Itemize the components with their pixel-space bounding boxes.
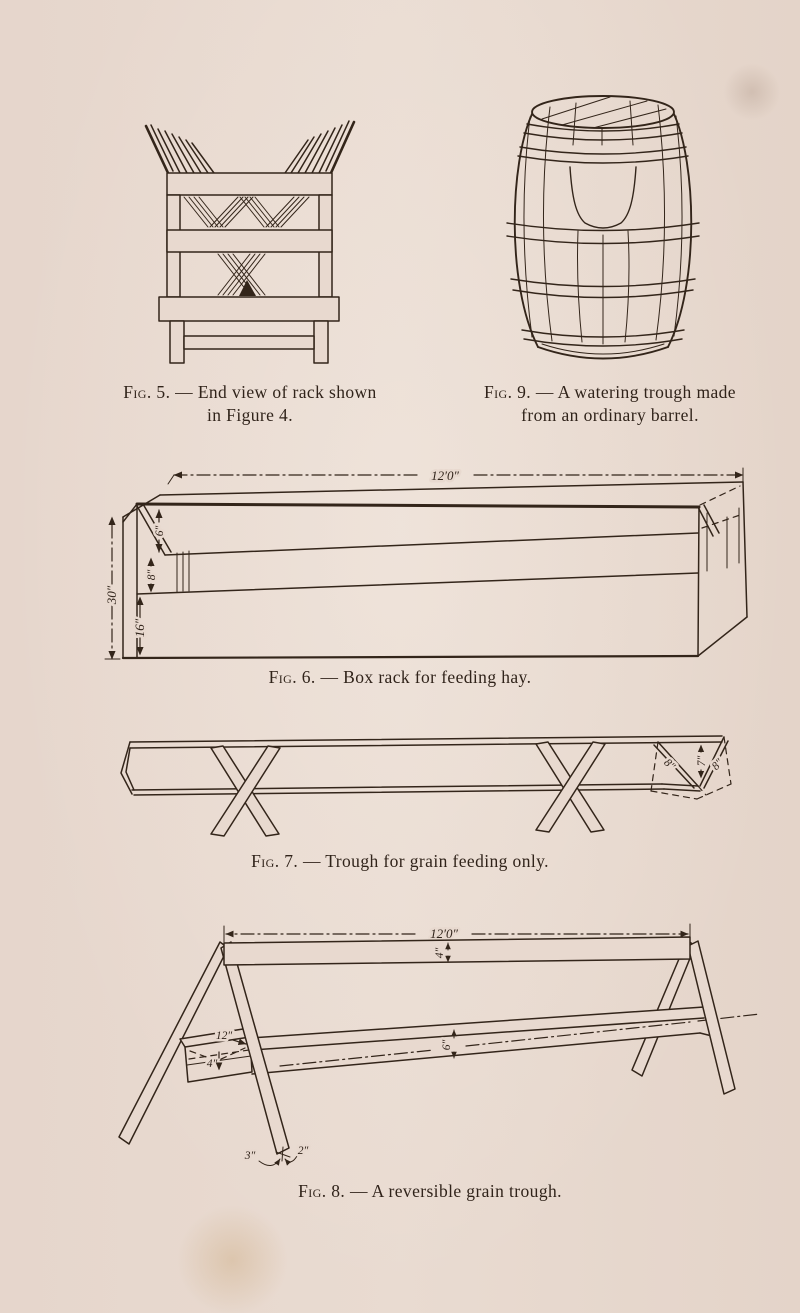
- fig6-caption-text: — Box rack for feeding hay.: [320, 667, 532, 687]
- dim-label-foot-back: 2″: [298, 1145, 309, 1157]
- fig8-drawing: 12′0″ 6″: [118, 923, 761, 1166]
- rack-frame: [158, 172, 340, 364]
- fig5-caption-text: — End view of rack shown: [175, 382, 377, 402]
- barrel-top-rim: [531, 95, 675, 129]
- rack-right-leg: [313, 320, 329, 364]
- fig5-caption-line2: in Figure 4.: [207, 405, 293, 425]
- trough-legs: [210, 741, 606, 837]
- fig8-caption-text: — A reversible grain trough.: [349, 1181, 562, 1201]
- dim-label-overall-height: 30″: [104, 585, 119, 605]
- rack-leg-bar: [183, 335, 315, 350]
- rack-lower-cross-slats: [217, 253, 266, 296]
- dim-label-length: 12′0″: [431, 468, 459, 483]
- fig6-drawing: 12′0″: [102, 466, 748, 660]
- rack-left-leg: [169, 320, 185, 364]
- reversible-trough-body: 6″: [250, 1006, 761, 1075]
- aframe-front-legs: [220, 940, 736, 1155]
- dim-label-top-rail: 4″: [434, 948, 446, 959]
- fig8-length-dimension: 12′0″: [223, 923, 691, 944]
- rack-upper-slats: [183, 196, 310, 228]
- fig7-caption: Fig. 7. — Trough for grain feeding only.: [0, 850, 800, 873]
- fig5-caption: Fig. 5. — End view of rack shown in Figu…: [55, 381, 445, 427]
- dim-label-end-width: 12″: [216, 1030, 233, 1042]
- dim-label-trough-depth: 6″: [441, 1040, 453, 1051]
- fig7-caption-text: — Trough for grain feeding only.: [302, 851, 549, 871]
- fig7-label: Fig. 7.: [251, 851, 299, 871]
- fig6-caption: Fig. 6. — Box rack for feeding hay.: [0, 666, 800, 689]
- fig6-top-gap-dimension: 6″: [152, 509, 169, 553]
- fig8-label: Fig. 8.: [298, 1181, 346, 1201]
- rack-dark-wedge: [239, 280, 256, 296]
- barrel-staves: [523, 100, 683, 345]
- barrel-hoops: [506, 123, 700, 347]
- barrel-head-planks: [541, 96, 667, 129]
- trough-end-box: 12″ 4″: [179, 1028, 253, 1083]
- fig7-drawing: 8″ 7″ 8″: [120, 735, 732, 837]
- barrel-bottom-rim: [541, 343, 665, 355]
- dim-label-middle-board: 8″: [146, 570, 158, 581]
- dim-label-length8: 12′0″: [430, 926, 458, 941]
- barrel-cutout-opening: [569, 166, 637, 229]
- box-rack-body: [121, 481, 748, 660]
- right-leg-back: [535, 741, 606, 833]
- foot-dimension-detail: 3″ 2″: [241, 1143, 311, 1166]
- dim-label-bottom: 7″: [696, 756, 708, 767]
- dim-label-top-gap: 6″: [154, 526, 166, 537]
- fig6-middle-board-dimension: 8″: [144, 557, 161, 593]
- dim-label-end-height: 4″: [207, 1058, 218, 1070]
- trough-body: [120, 735, 723, 796]
- dim-label-foot-front: 3″: [244, 1150, 256, 1162]
- dim-label-front-board: 16″: [132, 618, 147, 637]
- fig6-height-dimension: 30″: [102, 516, 122, 660]
- fig6-front-board-dimension: 16″: [130, 596, 150, 656]
- fig5-label: Fig. 5.: [123, 382, 171, 402]
- fig9-caption-text: — A watering trough made: [535, 382, 736, 402]
- fig9-drawing: [506, 95, 700, 360]
- rack-bottom-board: [158, 296, 340, 322]
- dim-label-right-side: 8″: [710, 757, 726, 773]
- rack-left-wing-slats: [144, 124, 215, 175]
- rack-right-wing-slats: [284, 120, 356, 175]
- left-leg-back: [210, 745, 281, 837]
- fig9-label: Fig. 9.: [484, 382, 532, 402]
- fig8-caption: Fig. 8. — A reversible grain trough.: [60, 1180, 800, 1203]
- fig6-length-dimension: 12′0″: [167, 466, 744, 486]
- fig6-label: Fig. 6.: [268, 667, 316, 687]
- fig5-drawing: [144, 120, 356, 364]
- barrel-outline: [513, 113, 693, 360]
- aframe-top-rail: 4″: [223, 936, 691, 966]
- dim-label-left-side: 8″: [661, 757, 677, 773]
- fig9-caption: Fig. 9. — A watering trough made from an…: [445, 381, 775, 427]
- fig9-caption-line2: from an ordinary barrel.: [521, 405, 699, 425]
